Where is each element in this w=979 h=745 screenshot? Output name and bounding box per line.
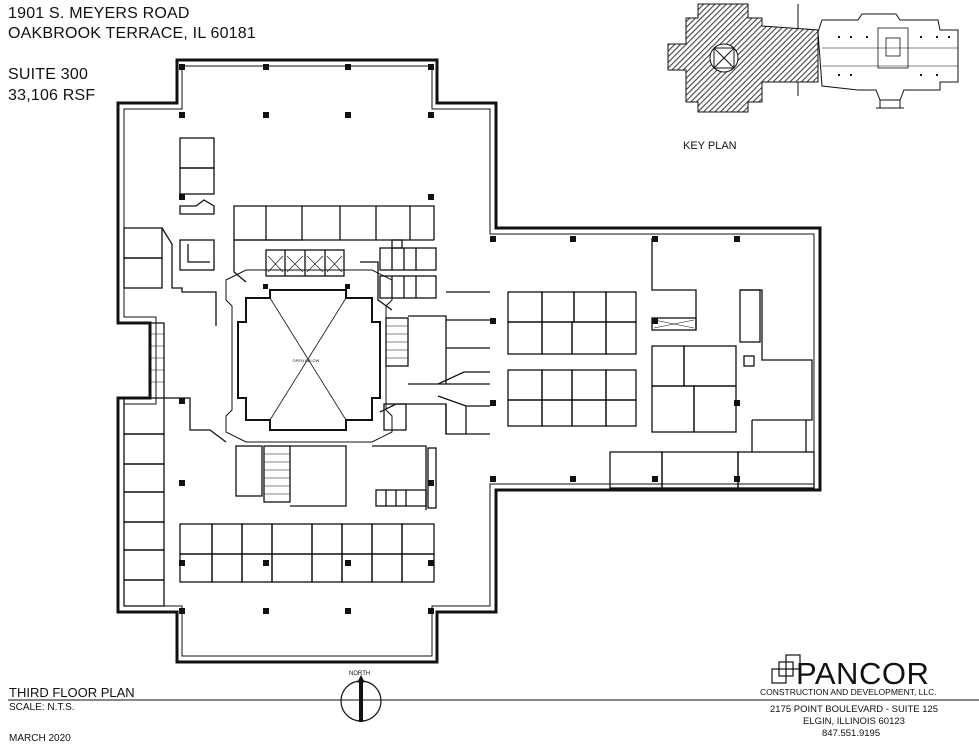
- company-address-2: ELGIN, ILLINOIS 60123: [803, 716, 905, 727]
- north-arrow: [340, 674, 382, 722]
- key-plan: [667, 3, 959, 113]
- plan-scale: SCALE: N.T.S.: [9, 702, 75, 713]
- open-below-label: OPEN BELOW: [293, 358, 320, 363]
- suite-number: SUITE 300: [8, 66, 89, 83]
- atrium-open-below: OPEN BELOW: [225, 269, 393, 443]
- structural-columns: [179, 64, 740, 614]
- address-line-2: OAKBROOK TERRACE, IL 60181: [8, 25, 256, 42]
- interior-partitions: [123, 137, 815, 607]
- building-outline: [116, 58, 822, 664]
- company-phone: 847.551.9195: [822, 728, 881, 739]
- key-plan-label: KEY PLAN: [683, 140, 737, 152]
- pancor-logo-mark: [771, 654, 801, 684]
- company-name: PANCOR: [796, 656, 930, 691]
- company-address-1: 2175 POINT BOULEVARD - SUITE 125: [770, 704, 939, 715]
- company-tagline: CONSTRUCTION AND DEVELOPMENT, LLC.: [760, 687, 937, 697]
- plan-date: MARCH 2020: [9, 733, 71, 744]
- rentable-area: 33,106 RSF: [8, 87, 96, 104]
- address-line-1: 1901 S. MEYERS ROAD: [8, 5, 190, 22]
- plan-title: THIRD FLOOR PLAN: [9, 685, 135, 700]
- north-label: NORTH: [349, 671, 371, 677]
